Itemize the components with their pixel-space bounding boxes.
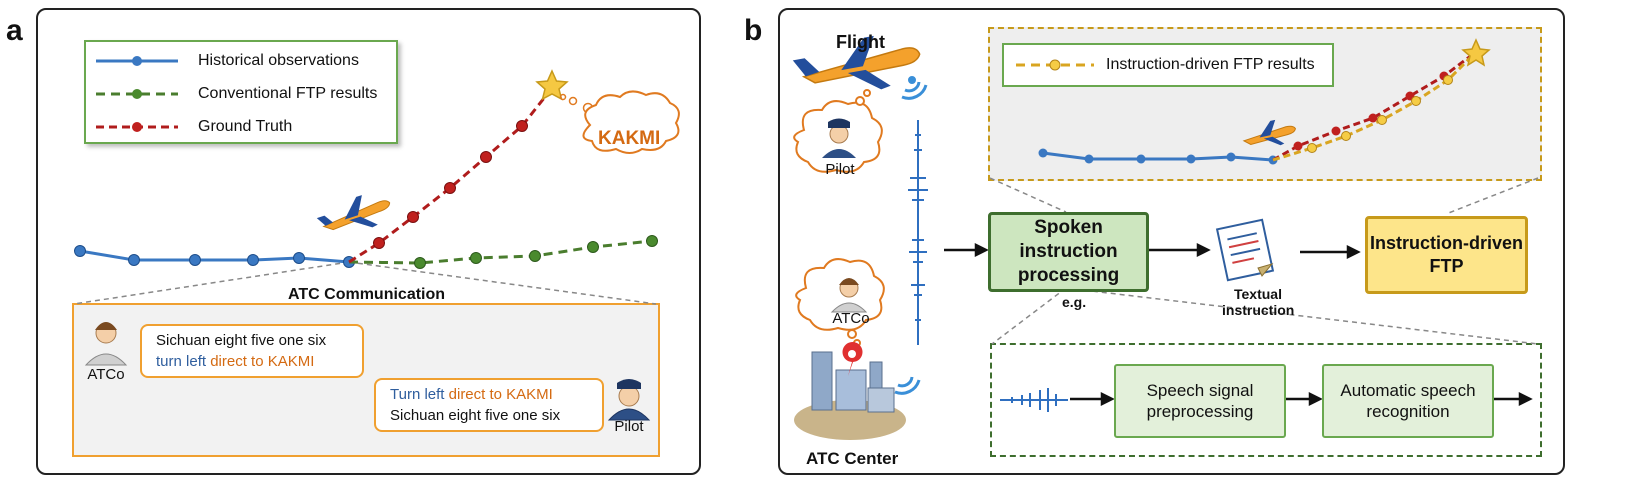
signal-icon [901, 76, 928, 100]
speech-preprocessing-box: Speech signal preprocessing [1114, 364, 1286, 438]
spoken-instruction-processing-label: Spoken instruction processing [1017, 217, 1120, 286]
conventional-point [414, 257, 426, 269]
historical-observations-line [79, 249, 350, 264]
conventional-point [529, 250, 541, 262]
atc-center-building-icon [794, 342, 906, 440]
history-point [74, 245, 86, 257]
audio-waveform-small-icon [1000, 388, 1068, 412]
legend-item-conventional: Conventional FTP results [198, 85, 378, 102]
conventional-point [646, 235, 658, 247]
conventional-point [470, 252, 482, 264]
ground-truth-point [444, 182, 456, 194]
ground-truth-point [516, 120, 528, 132]
document-icon [1215, 218, 1275, 282]
ground-truth-point [480, 151, 492, 163]
ground-truth-point [407, 211, 419, 223]
spoken-instruction-processing-box: Spoken instruction processing [988, 212, 1149, 292]
history-point [293, 252, 305, 264]
panel-a-label: a [6, 14, 23, 47]
flight-airplane-icon [792, 35, 921, 90]
textual-instruction-label: Textual instruction [1222, 286, 1295, 318]
pilot-message-line2: Sichuan eight five one six [390, 407, 561, 424]
airplane-icon [316, 195, 391, 231]
eg-label: e.g. [1062, 294, 1087, 310]
signal-icon [894, 376, 921, 395]
conventional-point [587, 241, 599, 253]
pilot-avatar-icon [822, 118, 856, 158]
atco-label-b: ATCo [832, 310, 870, 327]
automatic-speech-recognition-box: Automatic speech recognition [1322, 364, 1494, 438]
audio-waveform-icon [908, 120, 928, 345]
history-point [247, 254, 259, 266]
history-point [128, 254, 140, 266]
pilot-label-a: Pilot [614, 418, 644, 435]
pilot-label-b: Pilot [825, 161, 855, 178]
atco-avatar-icon [84, 322, 128, 366]
history-point [189, 254, 201, 266]
legend-item-ground-truth: Ground Truth [198, 118, 293, 135]
atco-message-bubble: Sichuan eight five one six turn left dir… [140, 324, 364, 378]
atco-avatar-icon [830, 278, 868, 313]
speech-pipeline-area [990, 343, 1542, 457]
airplane-icon [1242, 119, 1297, 146]
legend-item-instruction-driven: Instruction-driven FTP results [1106, 56, 1315, 73]
legend-item-historical: Historical observations [198, 52, 359, 69]
atco-label-a: ATCo [87, 366, 125, 383]
ground-truth-point [373, 237, 385, 249]
pilot-message-line1: Turn left direct to KAKMI [390, 386, 553, 403]
instruction-driven-ftp-box: Instruction-driven FTP [1365, 216, 1528, 294]
atco-thought-cloud [795, 258, 885, 347]
pilot-avatar-icon [607, 379, 651, 421]
atc-center-label: ATC Center [806, 449, 899, 468]
flight-label: Flight [836, 32, 885, 52]
automatic-speech-recognition-label: Automatic speech recognition [1340, 381, 1476, 421]
instruction-driven-ftp-label: Instruction-driven FTP [1369, 233, 1523, 276]
star-icon [535, 69, 569, 101]
speech-preprocessing-label: Speech signal preprocessing [1146, 381, 1254, 421]
panel-b-label: b [744, 14, 763, 47]
pilot-message-bubble: Turn left direct to KAKMI Sichuan eight … [374, 378, 604, 432]
atc-communication-title: ATC Communication [288, 286, 446, 303]
kakmi-label: KAKMI [598, 128, 661, 149]
atco-message-line2: turn left direct to KAKMI [156, 353, 315, 370]
conventional-ftp-line [348, 239, 653, 265]
star-icon [1461, 38, 1491, 67]
kakmi-cloud [582, 90, 680, 154]
atco-message-line1: Sichuan eight five one six [156, 332, 327, 349]
